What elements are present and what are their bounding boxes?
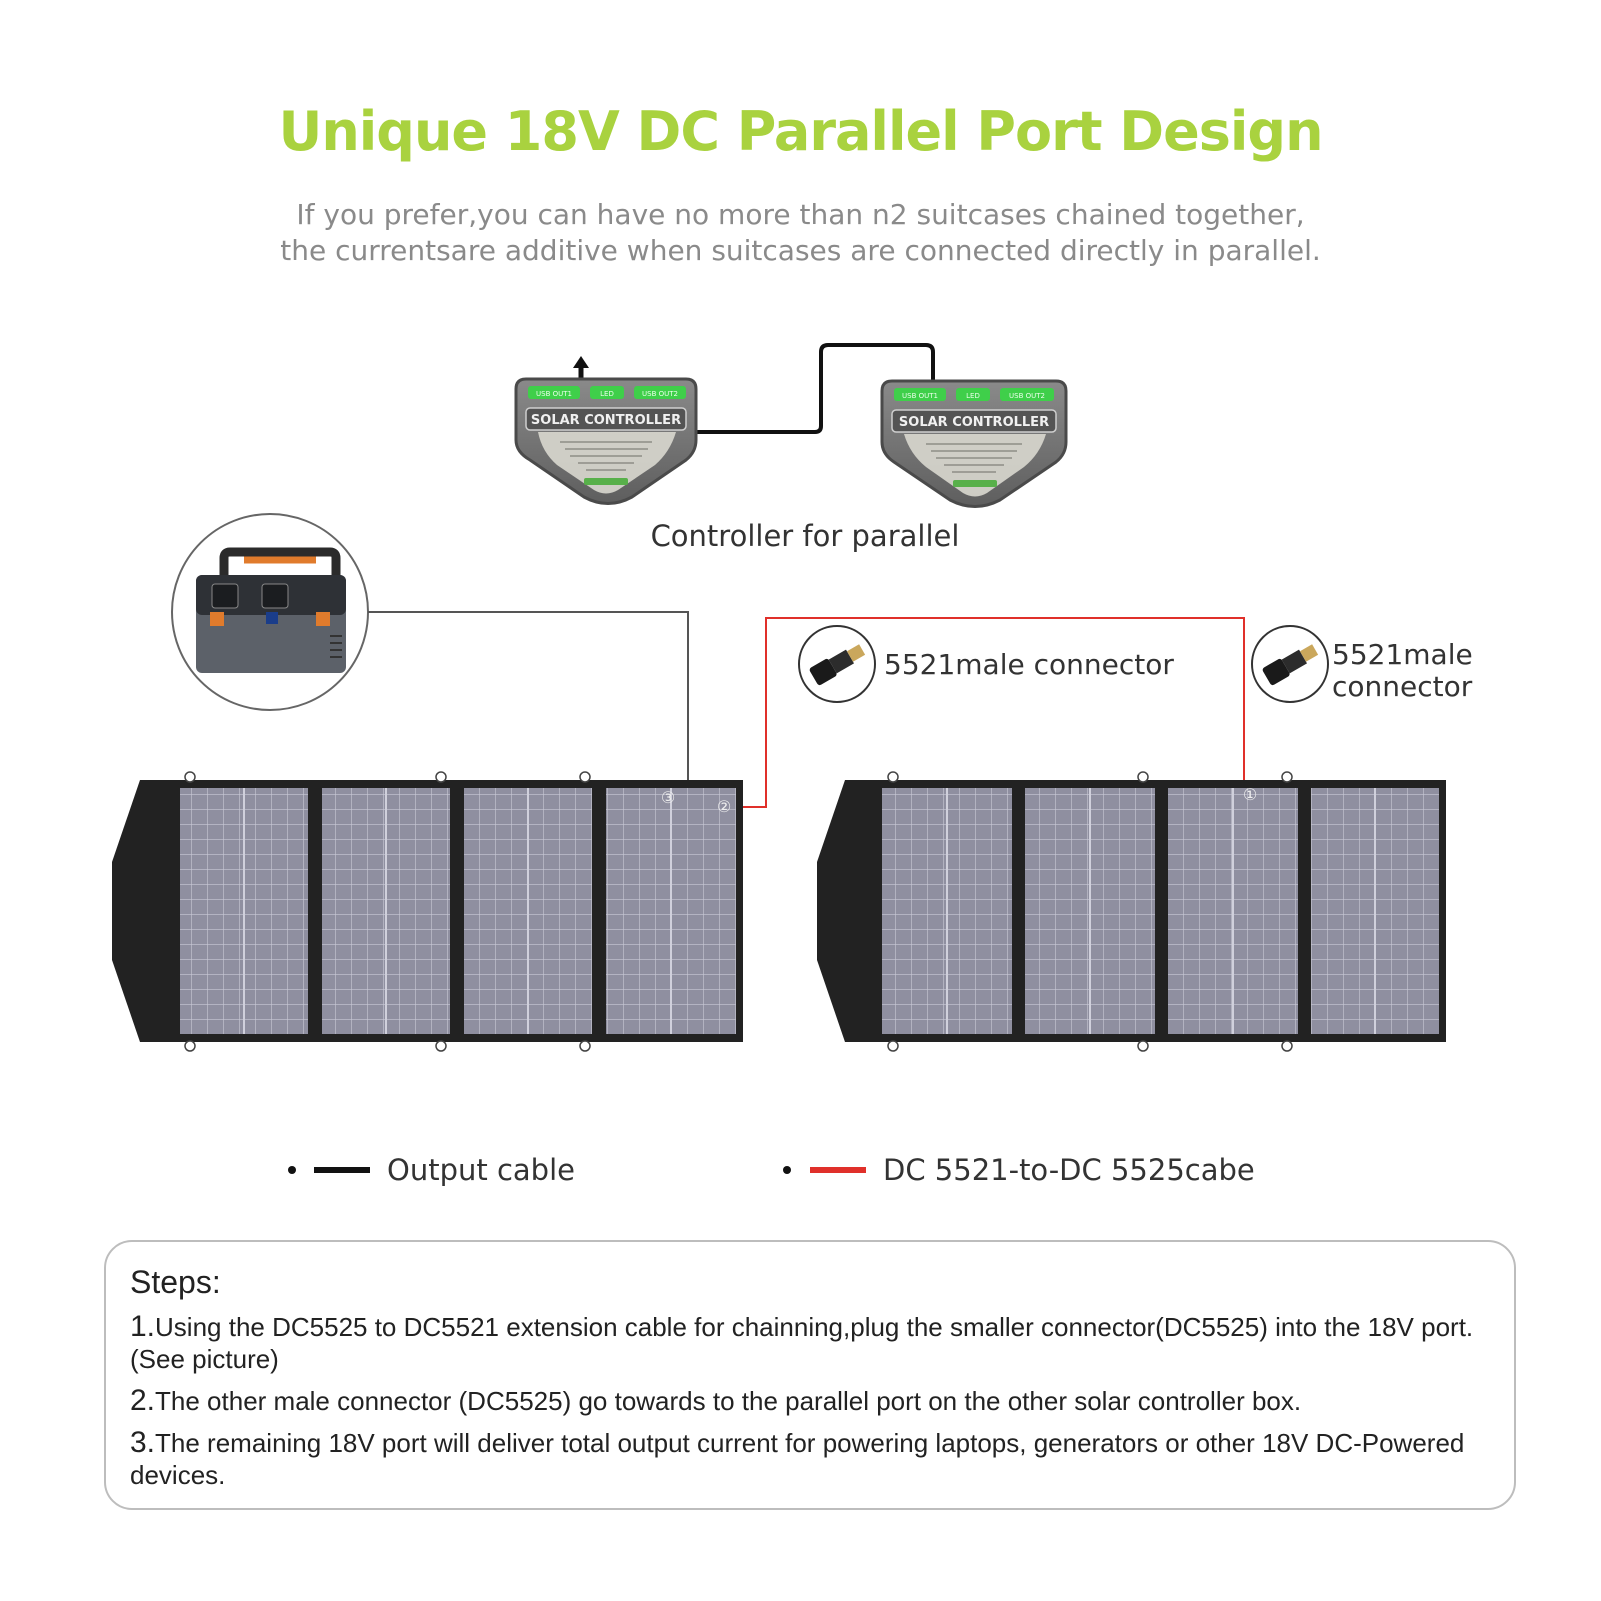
controller-title: SOLAR CONTROLLER: [899, 415, 1049, 430]
port-marker-2: ②: [717, 797, 731, 816]
subtitle-line-1: If you prefer,you can have no more than …: [296, 198, 1305, 231]
solar-controller-left: USB OUT1 LED USB OUT2 SOLAR CONTROLLER: [514, 377, 698, 505]
connector-left-label: 5521male connector: [884, 648, 1174, 681]
controller-link-cable: [695, 343, 935, 434]
solar-panel-right: [817, 771, 1446, 1052]
port-label: USB OUT1: [902, 392, 938, 400]
port-label: LED: [600, 390, 614, 398]
step-text: Using the DC5525 to DC5521 extension cab…: [130, 1312, 1474, 1374]
step-1: 1.Using the DC5525 to DC5521 extension c…: [130, 1311, 1490, 1375]
legend: Output cable DC 5521-to-DC 5525cabe: [288, 1153, 1255, 1187]
step-number: 1.: [130, 1310, 156, 1343]
step-text: The other male connector (DC5525) go tow…: [155, 1386, 1302, 1416]
step-number: 3.: [130, 1426, 156, 1459]
port-marker-1: ①: [1243, 785, 1257, 804]
page-title: Unique 18V DC Parallel Port Design: [278, 100, 1323, 163]
port-marker-3: ③: [661, 788, 675, 807]
step-text: The remaining 18V port will deliver tota…: [130, 1428, 1465, 1490]
controller-title: SOLAR CONTROLLER: [531, 413, 681, 428]
solar-panel-left: [112, 771, 743, 1052]
step-3: 3.The remaining 18V port will deliver to…: [130, 1427, 1490, 1491]
connector-right-label-line-1: 5521male: [1332, 638, 1473, 671]
output-cable: [368, 611, 689, 780]
connector-right-label-line-2: connector: [1332, 670, 1473, 703]
port-label: USB OUT2: [1009, 392, 1045, 400]
solar-controller-right: USB OUT1 LED USB OUT2 SOLAR CONTROLLER: [880, 379, 1068, 508]
steps-title: Steps:: [130, 1264, 221, 1300]
subtitle-line-2: the currentsare additive when suitcases …: [280, 234, 1321, 267]
step-2: 2.The other male connector (DC5525) go t…: [130, 1385, 1490, 1417]
legend-dc-cable: DC 5521-to-DC 5525cabe: [883, 1153, 1255, 1187]
port-label: USB OUT2: [642, 390, 678, 398]
steps-box: Steps: 1.Using the DC5525 to DC5521 exte…: [104, 1240, 1516, 1510]
connector-left-icon: [798, 625, 876, 703]
power-station-image: [171, 513, 369, 711]
controller-caption: Controller for parallel: [651, 519, 960, 553]
port-label: USB OUT1: [536, 390, 572, 398]
step-number: 2.: [130, 1384, 156, 1417]
dc-extension-cable: [732, 617, 1245, 808]
connector-right-icon: [1251, 625, 1329, 703]
legend-output-cable: Output cable: [387, 1153, 575, 1187]
port-label: LED: [966, 392, 980, 400]
